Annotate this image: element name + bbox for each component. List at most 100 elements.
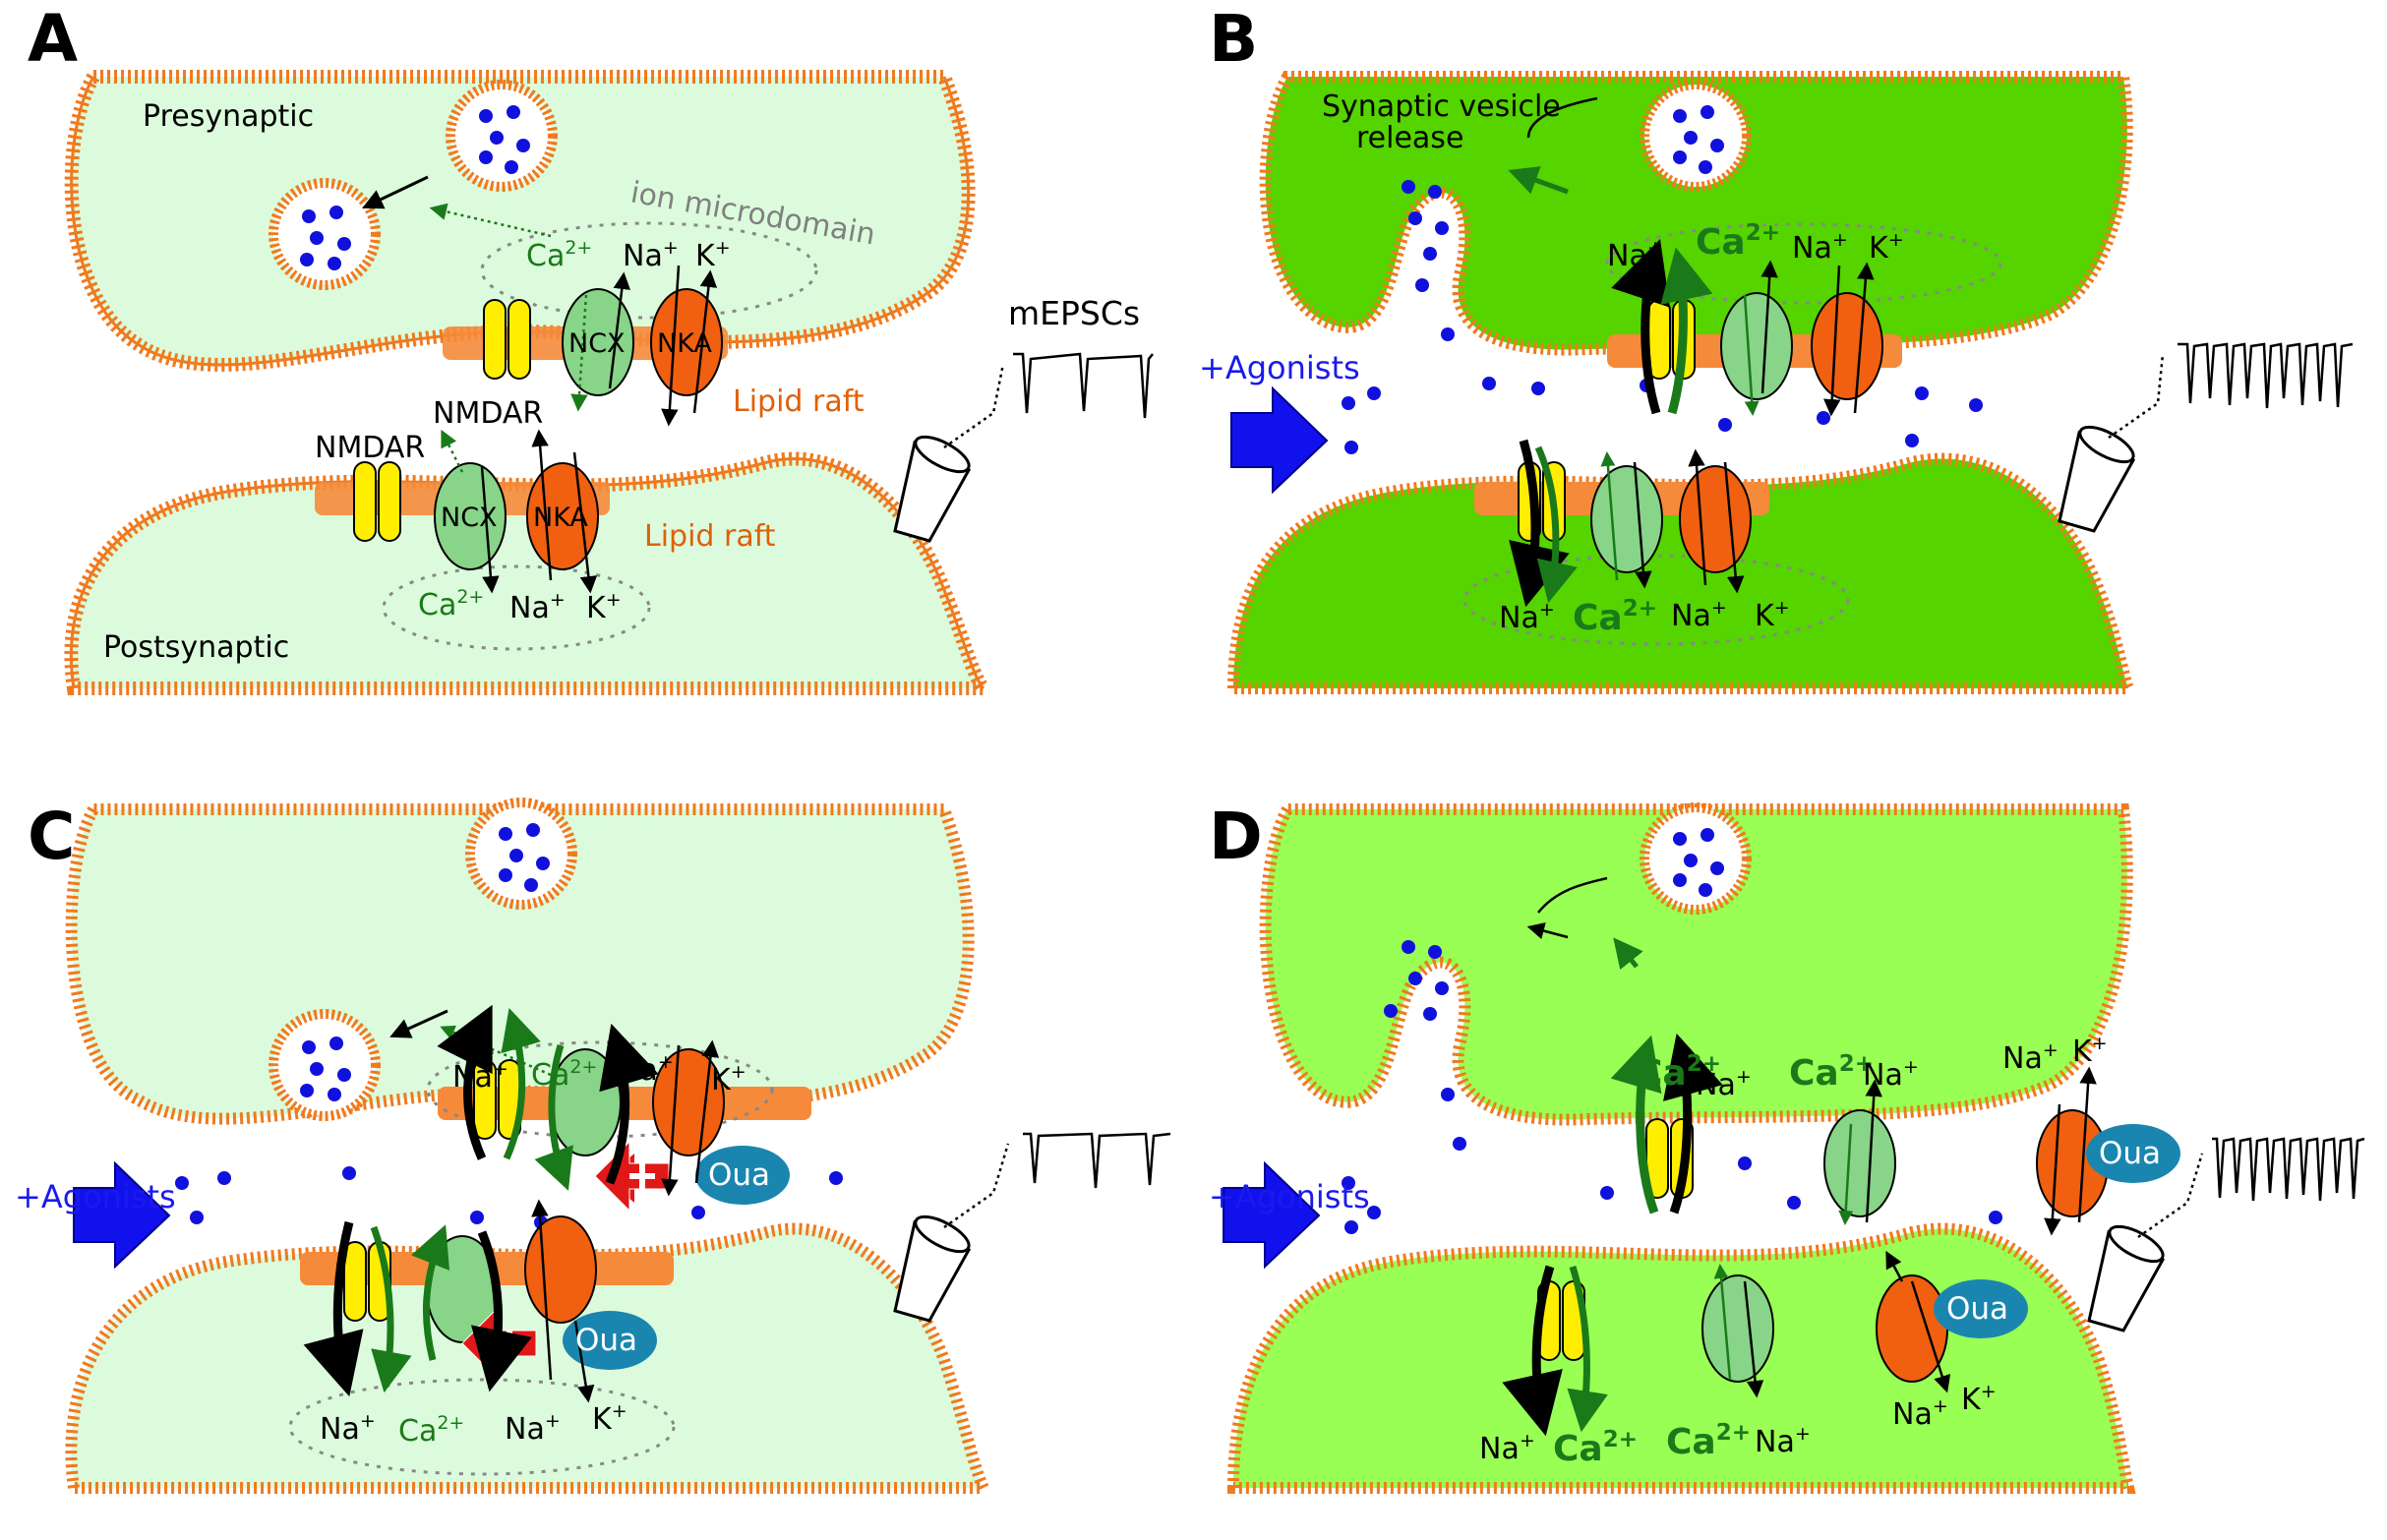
sodium-label: Na+ — [505, 1410, 561, 1447]
panel-d: D +Agonists Oua Oua Ca2+ Na+ Ca2+ Na+ Na… — [1194, 770, 2387, 1540]
block-arrow-icon — [1223, 1160, 1321, 1270]
ion-microdomain-pre — [426, 1040, 774, 1139]
nka-label: NKA — [533, 503, 588, 533]
ncx-transporter — [1823, 1109, 1896, 1217]
ncx-label: NCX — [568, 328, 626, 359]
presynaptic-label: Presynaptic — [143, 99, 314, 134]
ion-microdomain-pre — [480, 221, 818, 320]
nka-pump — [652, 1048, 725, 1156]
ouabain-label: Oua — [2099, 1136, 2161, 1171]
panel-c-diagram: C +Agonists Oua Oua Na+ Ca2+ Na+ K+ Na+ … — [15, 798, 1171, 1494]
nka-pump — [1811, 292, 1883, 400]
sodium-label: Na+ — [452, 1058, 508, 1095]
potassium-label: K+ — [1755, 597, 1790, 633]
sodium-label: Na+ — [320, 1410, 376, 1447]
postsynaptic-spine — [1226, 452, 2138, 694]
panel-label: B — [1209, 1, 1258, 77]
presynaptic-terminal — [1259, 71, 2133, 356]
potassium-label: K+ — [586, 589, 622, 625]
calcium-label: Ca2+ — [1573, 596, 1657, 638]
ion-microdomain-post — [382, 564, 651, 651]
sodium-label: Na+ — [1607, 237, 1663, 273]
patch-pipette-icon — [2058, 353, 2165, 533]
panel-d-diagram: D +Agonists Oua Oua Ca2+ Na+ Ca2+ Na+ Na… — [1209, 799, 2365, 1494]
panel-label: D — [1209, 799, 1263, 874]
sodium-label: Na+ — [509, 589, 566, 625]
ouabain-post — [563, 1311, 657, 1370]
mepsc-trace — [1013, 352, 1154, 419]
nka-pump — [1679, 465, 1752, 573]
mepsc-trace — [2178, 342, 2354, 409]
vesicle-contents — [300, 105, 530, 270]
patch-pipette-icon — [893, 1143, 1010, 1323]
ouabain-label: Oua — [1946, 1291, 2008, 1327]
lipid-raft-label: Lipid raft — [733, 385, 865, 419]
mepsc-trace — [1023, 1132, 1171, 1189]
potassium-label: K+ — [2072, 1033, 2108, 1069]
panel-label: A — [28, 1, 78, 77]
potassium-label: K+ — [1869, 229, 1904, 266]
nmdar-channel — [353, 461, 401, 542]
agonists-label: +Agonists — [1209, 1178, 1370, 1215]
nka-label: NKA — [657, 328, 712, 359]
ouabain-pre — [2086, 1124, 2180, 1183]
potassium-label: K+ — [592, 1400, 627, 1437]
panel-c: C +Agonists Oua Oua Na+ Ca2+ Na+ K+ Na+ … — [0, 770, 1193, 1540]
panel-a: A Presynaptic Postsynaptic ion microdoma… — [0, 0, 1193, 770]
block-arrow-icon — [73, 1160, 171, 1270]
nmdar-post-label: NMDAR — [315, 431, 425, 465]
ncx-transporter — [562, 288, 634, 396]
ouabain-label: Oua — [708, 1157, 770, 1193]
synaptic-vesicle — [269, 1009, 381, 1121]
nka-pump — [1876, 1274, 1948, 1383]
patch-pipette-icon — [2087, 1153, 2204, 1333]
sodium-label: Na+ — [1792, 229, 1848, 266]
panel-b: B Synaptic vesicle release +Agonists Na+… — [1194, 0, 2387, 770]
ion-microdomain-pre — [1605, 222, 2002, 305]
ncx-transporter — [1590, 465, 1663, 573]
calcium-label: Ca2+ — [398, 1412, 464, 1449]
calcium-label: Ca2+ — [1666, 1420, 1751, 1462]
synaptic-vesicle — [269, 178, 381, 290]
mepsc-label: mEPSCs — [1008, 294, 1140, 332]
sodium-label: Na+ — [2002, 1039, 2059, 1076]
postsynaptic-label: Postsynaptic — [103, 630, 289, 665]
calcium-label: Ca2+ — [1553, 1427, 1638, 1469]
lipid-raft-label: Lipid raft — [644, 519, 776, 554]
agonists-label: +Agonists — [15, 1178, 176, 1215]
ouabain-label: Oua — [575, 1323, 637, 1358]
release-label: Synaptic vesicle — [1322, 89, 1561, 124]
panel-b-diagram: B Synaptic vesicle release +Agonists Na+… — [1199, 1, 2354, 694]
plus-arrow-icon — [594, 1140, 670, 1213]
presynaptic-terminal — [1259, 803, 2133, 1126]
mepsc-trace — [2212, 1137, 2365, 1202]
sodium-label: Na+ — [623, 237, 679, 273]
nmdar-pre-label: NMDAR — [433, 396, 543, 431]
nka-pump — [524, 1215, 597, 1324]
sodium-label: Na+ — [1892, 1395, 1948, 1432]
ncx-label: NCX — [441, 503, 498, 533]
sodium-label: Na+ — [618, 1051, 674, 1088]
calcium-label: Ca2+ — [526, 237, 592, 273]
release-label: release — [1356, 121, 1463, 155]
nka-pump — [526, 462, 599, 570]
ncx-transporter — [1701, 1274, 1774, 1383]
potassium-label: K+ — [695, 237, 731, 273]
calcium-label: Ca2+ — [418, 586, 484, 622]
sodium-label: Na+ — [1863, 1056, 1919, 1093]
potassium-label: K+ — [711, 1061, 746, 1097]
ncx-transporter — [1720, 292, 1793, 400]
patch-pipette-icon — [893, 363, 1005, 543]
sodium-label: Na+ — [1671, 597, 1727, 633]
sodium-label: Na+ — [1479, 1430, 1535, 1466]
potassium-label: K+ — [1961, 1381, 1997, 1417]
block-arrow-icon — [1230, 385, 1329, 495]
panel-label: C — [28, 799, 75, 874]
calcium-label: Ca2+ — [1637, 1051, 1721, 1094]
calcium-label: Ca2+ — [1696, 220, 1780, 263]
agonists-label: +Agonists — [1199, 349, 1360, 386]
sodium-label: Na+ — [1755, 1423, 1811, 1459]
calcium-label: Ca2+ — [531, 1056, 597, 1093]
nmdar-channel — [483, 299, 531, 380]
